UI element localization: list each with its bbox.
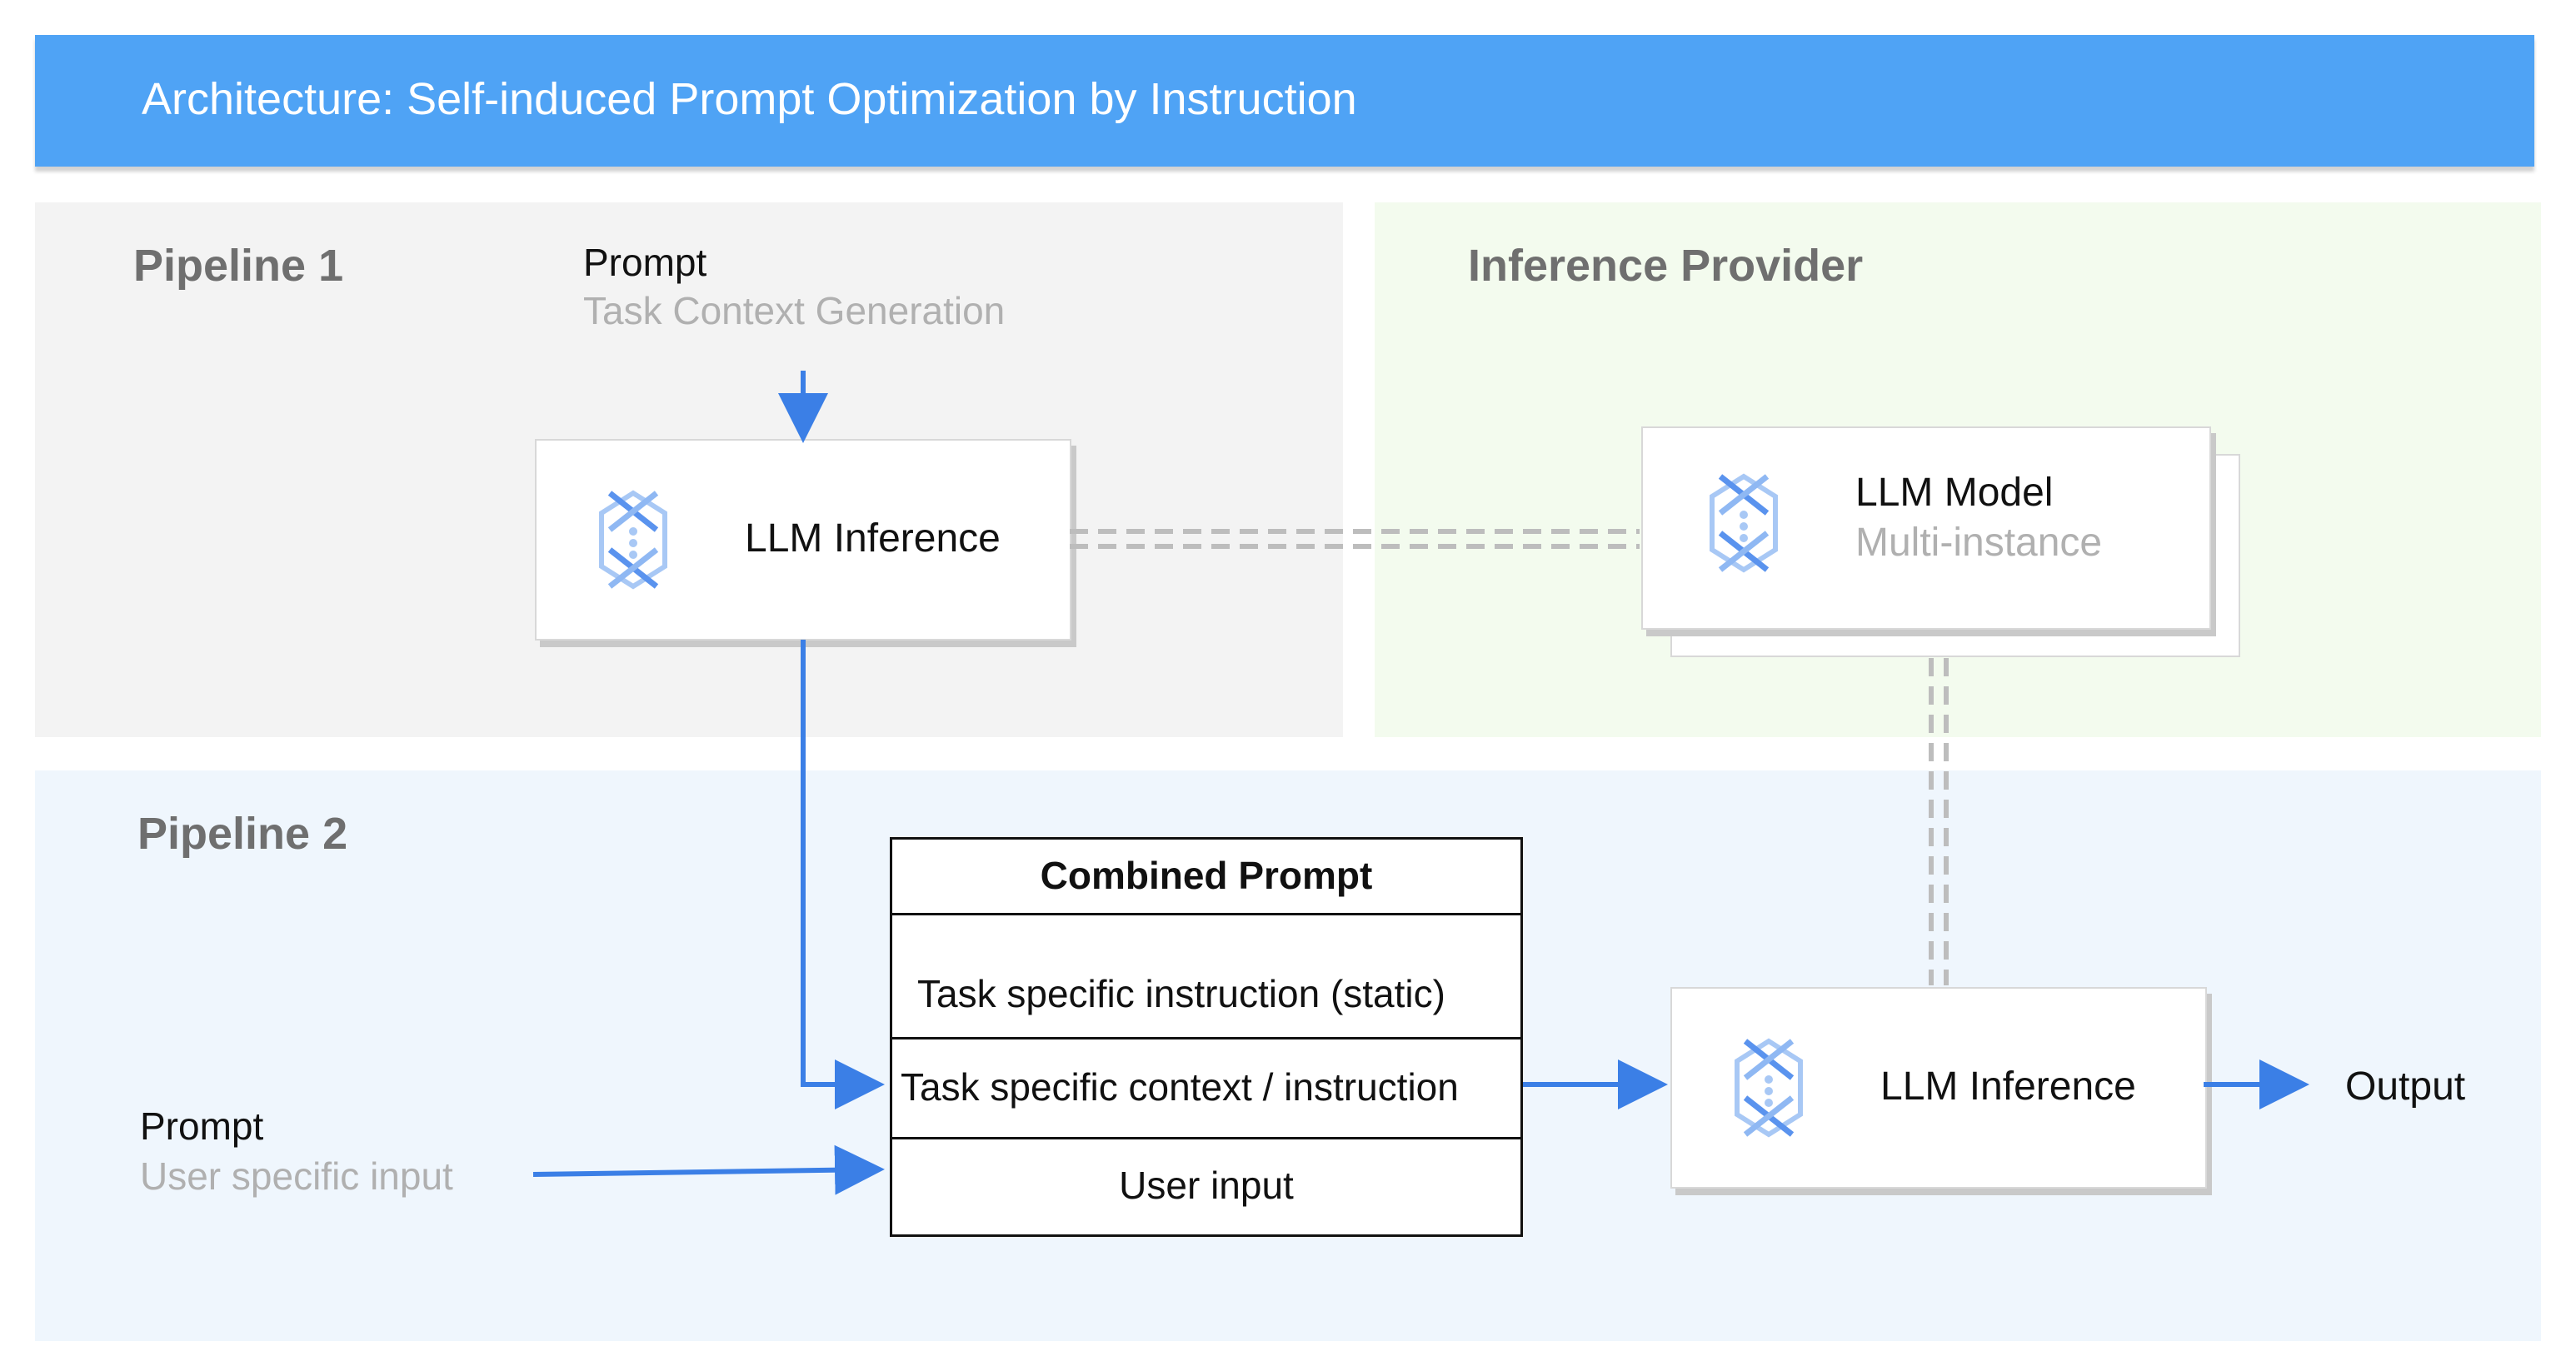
combined-prompt-row-static: Task specific instruction (static) [917,972,1445,1015]
pipeline-2-prompt-label: Prompt [140,1104,264,1148]
title-bar [35,35,2534,167]
pipeline-1-prompt-sublabel: Task Context Generation [583,289,1006,332]
pipeline-2-llm-inference-label: LLM Inference [1880,1064,2136,1109]
combined-prompt-row-user-input: User input [1119,1164,1294,1207]
pipeline-1-llm-inference-label: LLM Inference [745,516,1001,561]
pipeline-1-title: Pipeline 1 [133,241,344,291]
llm-model-card: LLM Model Multi-instance [1641,426,2211,630]
ai-platform-icon [1705,470,1782,581]
pipeline-2-llm-inference-card: LLM Inference [1670,987,2207,1189]
pipeline-2-title: Pipeline 2 [137,809,348,859]
pipeline-1-prompt-label: Prompt [583,241,707,284]
arrow-user-input-to-combined [532,1144,885,1195]
combined-prompt-divider [892,913,1520,915]
combined-prompt-row-context: Task specific context / instruction [901,1065,1459,1109]
combined-prompt-header: Combined Prompt [1040,854,1373,897]
diagram-title: Architecture: Self-induced Prompt Optimi… [142,74,1357,124]
inference-provider-title: Inference Provider [1468,241,1864,291]
ai-platform-icon [595,486,671,597]
ai-platform-icon [1730,1034,1807,1145]
pipeline-1-llm-inference-card: LLM Inference [535,439,1071,641]
llm-model-sublabel: Multi-instance [1855,521,2103,565]
combined-prompt-table: Combined Prompt Task specific instructio… [890,837,1523,1237]
llm-model-label: LLM Model [1855,471,2054,515]
arrow-inference-to-combined [801,640,885,1109]
combined-prompt-divider [892,1037,1520,1039]
pipeline-2-prompt-sublabel: User specific input [140,1154,453,1198]
output-label: Output [2345,1064,2466,1109]
combined-prompt-divider [892,1137,1520,1139]
